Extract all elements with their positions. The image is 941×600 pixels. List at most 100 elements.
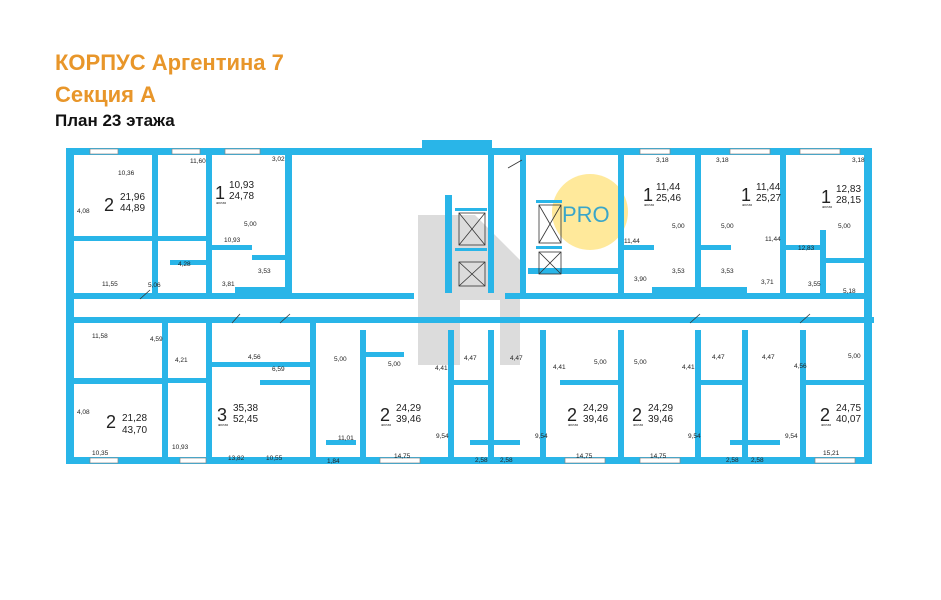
elevator [538,204,562,244]
apartment-total: 28,15 [836,195,861,206]
wall-v [285,155,292,293]
wall-v [206,155,212,293]
wall-top [66,148,872,155]
room-area: 5,00 [721,223,734,230]
apartment-rooms: 2 [632,405,642,425]
wall-v [520,155,526,293]
apartment-rooms: 1 [741,185,751,205]
window [639,457,681,464]
wall-h [74,378,162,384]
door [279,313,291,324]
room-area: 3,53 [258,268,271,275]
wall-corridor-top-right [505,293,865,299]
wall-shaft [455,248,487,251]
wall-corridor-bottom [74,317,874,323]
wall-h [701,380,742,385]
wall-h [560,380,618,385]
room-area: 11,44 [624,238,640,245]
apartment-rooms: 2 [380,405,390,425]
room-area: 2,58 [500,457,513,464]
wall-h [454,380,488,385]
window [179,457,207,464]
room-area: 2,58 [751,457,764,464]
wall-h [252,255,287,260]
apartment-total: 25,46 [656,193,681,204]
wall-left [66,148,74,464]
wall-h [74,236,152,241]
room-area: 5,00 [388,361,401,368]
apartment-rooms: 2 [567,405,577,425]
windows [89,148,856,464]
apartment-rooms: 1 [821,187,831,207]
apartment-living: 21,28 [122,413,147,424]
window [729,148,771,155]
wall-v [540,330,546,457]
room-area: 11,60 [190,158,206,165]
room-area: 10,35 [92,450,109,457]
room-area: 4,47 [464,355,477,362]
room-area: 3,18 [716,157,729,164]
room-area: 2,58 [475,457,488,464]
room-area: 9,54 [688,433,701,440]
room-area: 5,00 [334,356,347,363]
room-area: 5,00 [244,221,257,228]
room-area: 5,06 [148,282,161,289]
wall-v [780,155,786,293]
watermark-text: PRO [562,202,610,227]
door [689,313,701,324]
apartment-rooms: 2 [820,405,830,425]
wall-h [158,236,206,241]
apartment-living: 11,44 [756,182,781,193]
apartment-small: жилая [822,205,832,209]
wall-h [701,245,731,250]
wall-shaft [455,208,487,211]
elevator [458,212,486,246]
room-area: 4,56 [794,363,807,370]
apartment-total: 52,45 [233,414,258,425]
apartment-small: жилая [821,423,831,427]
apartment-living: 12,83 [836,184,861,195]
wall-shaft [536,200,562,203]
wall-v [488,330,494,457]
room-area: 10,36 [118,170,135,177]
apartment-rooms: 2 [106,412,116,432]
walls [66,140,874,464]
apartment-total: 39,46 [396,414,421,425]
wall-v [310,323,316,457]
wall-h [168,378,206,383]
room-area: 3,53 [721,268,734,275]
room-area: 4,41 [435,365,448,372]
section-title: Секция А [55,82,157,107]
apartment-living: 21,96 [120,192,145,203]
room-area: 15,21 [823,450,840,457]
room-area: 5,18 [843,288,856,295]
window [89,148,119,155]
room-area: 11,58 [92,333,108,340]
room-area: 11,55 [102,281,118,288]
apartment-living: 11,44 [656,182,681,193]
wall-h [786,245,820,250]
apartment-rooms: 2 [104,195,114,215]
apartment-total: 25,27 [756,193,781,204]
wall-h [170,260,206,265]
room-area: 6,59 [272,366,285,373]
room-area: 3,55 [808,281,821,288]
apartment-total: 39,46 [648,414,673,425]
wall-v [742,330,748,457]
wall-h [730,440,780,445]
doors [139,159,811,324]
wall-v [152,155,158,293]
room-area: 4,56 [248,354,261,361]
door [799,313,811,324]
wall-shaft-top [422,140,492,148]
room-area: 12,83 [798,245,815,252]
window [814,457,856,464]
building-title: КОРПУС Аргентина 7 [55,50,284,75]
watermark-circle [552,174,628,250]
room-area: 4,21 [175,357,188,364]
